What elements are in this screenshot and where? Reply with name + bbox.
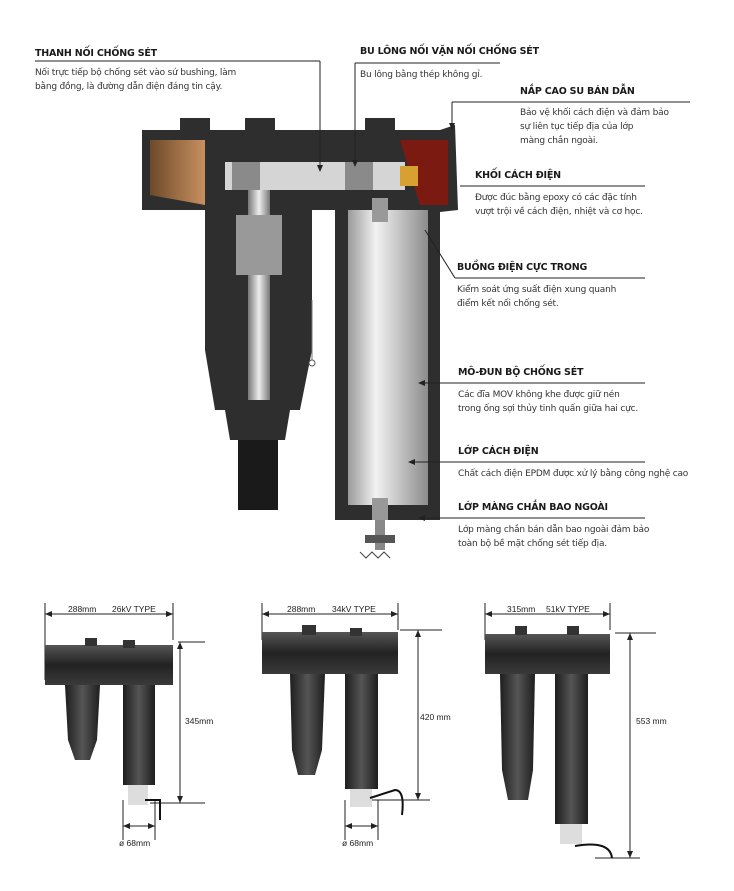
desc-line: điểm kết nối chống sét. (457, 299, 559, 309)
desc-line: Bảo vệ khối cách điện và đảm bảo (520, 108, 669, 118)
callout-desc-arrester-module: Các đĩa MOV không khe được giữ nén trong … (458, 388, 638, 416)
callout-title-bolt: BU LÔNG NỐI VẶN NỐI CHỐNG SÉT (360, 46, 539, 57)
model-2-width: 288mm (287, 604, 316, 614)
callout-desc-inner-electrode: Kiểm soát ứng suất điện xung quanh điểm k… (457, 283, 616, 311)
desc-line: Kiểm soát ứng suất điện xung quanh (457, 285, 617, 295)
model-1-height: 345mm (185, 716, 214, 726)
desc-line: bằng đồng, là đường dẫn điện đáng tin cậ… (35, 82, 223, 92)
callout-title-inner-electrode: BUỒNG ĐIỆN CỰC TRONG (457, 262, 588, 273)
callout-desc-insulation-block: Được đúc bằng epoxy có các đặc tính vượt … (475, 191, 643, 219)
model-1-diameter: ø 68mm (119, 838, 151, 848)
desc-line: màng chắn ngoài. (520, 136, 598, 146)
model-1-width: 288mm (68, 604, 97, 614)
model-26kv-drawing (45, 638, 173, 820)
model-34kv-drawing (262, 625, 404, 816)
callout-title-insulation-layer: LỚP CÁCH ĐIỆN (458, 446, 539, 457)
callout-desc-insulation-layer: Chất cách điện EPDM được xử lý bằng công… (458, 467, 688, 481)
callout-desc-outer-shield: Lớp màng chắn bán dẫn bao ngoài đảm bảo t… (458, 523, 649, 551)
callout-title-connector-bar: THANH NỐI CHỐNG SÉT (35, 48, 157, 59)
epoxy-insert (150, 140, 205, 205)
callout-title-cap: NẮP CAO SU BÁN DẪN (520, 86, 635, 97)
callout-title-outer-shield: LỚP MÀNG CHẮN BAO NGOÀI (458, 502, 608, 513)
callout-title-arrester-module: MÔ-ĐUN BỘ CHỐNG SÉT (458, 367, 584, 378)
desc-line: vượt trội về cách điện, nhiệt và cơ học. (475, 207, 643, 217)
model-2-type: 34kV TYPE (332, 604, 376, 614)
desc-line: Bu lông bằng thép không gỉ. (360, 70, 483, 80)
desc-line: Nối trực tiếp bộ chống sét vào sứ bushin… (35, 68, 237, 78)
model-3-width: 315mm (507, 604, 536, 614)
model-3-height: 553 mm (636, 716, 667, 726)
desc-line: Chất cách điện EPDM được xử lý bằng công… (458, 469, 689, 479)
callout-title-insulation-block: KHỐI CÁCH ĐIỆN (475, 170, 561, 181)
mov-module (348, 210, 428, 505)
desc-line: trong ống sợi thủy tinh quấn giữa hai cự… (458, 404, 639, 414)
model-1-type: 26kV TYPE (112, 604, 156, 614)
desc-line: Lớp màng chắn bán dẫn bao ngoài đảm bảo (458, 525, 650, 535)
desc-line: toàn bộ bề mặt chống sét tiếp địa. (458, 539, 607, 549)
semiconductive-cap (400, 140, 448, 205)
model-51kv-drawing (485, 626, 613, 859)
desc-line: Được đúc bằng epoxy có các đặc tính (475, 193, 637, 203)
callout-desc-connector-bar: Nối trực tiếp bộ chống sét vào sứ bushin… (35, 66, 236, 94)
callout-desc-cap: Bảo vệ khối cách điện và đảm bảo sự liên … (520, 106, 669, 148)
model-2-diameter: ø 68mm (342, 838, 374, 848)
arrester-cutaway-diagram (35, 60, 690, 559)
model-2-height: 420 mm (420, 712, 451, 722)
desc-line: Các đĩa MOV không khe được giữ nén (458, 390, 620, 400)
model-3-type: 51kV TYPE (546, 604, 590, 614)
desc-line: sự liên tục tiếp địa của lớp (520, 122, 634, 132)
callout-desc-bolt: Bu lông bằng thép không gỉ. (360, 68, 482, 82)
